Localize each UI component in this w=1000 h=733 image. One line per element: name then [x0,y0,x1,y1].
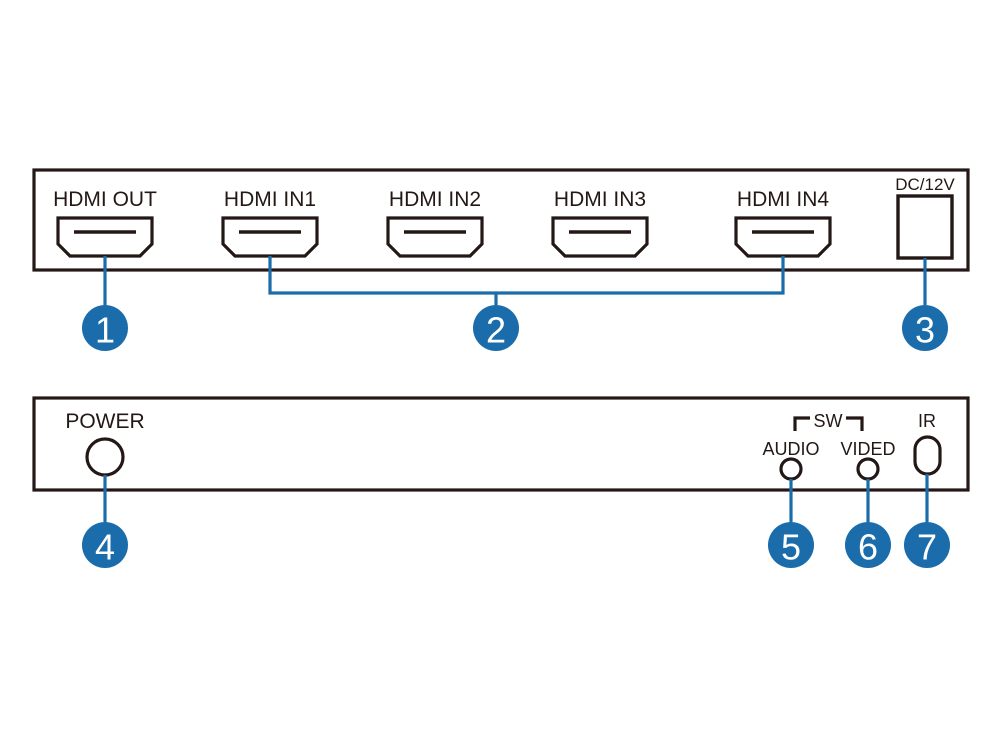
callout-circle-6 [845,522,891,568]
callout-4[interactable]: 4 [82,522,128,568]
port-hdmi-out[interactable]: HDMI OUT [53,188,157,258]
control-label-power: POWER [65,410,144,433]
power-button-icon [85,437,125,477]
front-callouts: 4 5 6 7 [82,474,950,568]
port-label-hdmi-in2: HDMI IN2 [389,188,481,211]
port-label-hdmi-in4: HDMI IN4 [737,188,829,211]
callout-number-4: 4 [95,527,115,568]
leader-bracket-2 [268,256,785,295]
callout-number-5: 5 [781,527,801,568]
callout-number-7: 7 [917,527,937,568]
control-label-ir: IR [918,411,936,431]
callout-circle-7 [904,522,950,568]
callout-6[interactable]: 6 [845,522,891,568]
sw-group: SW [793,411,864,431]
port-label-hdmi-in1: HDMI IN1 [224,188,316,211]
audio-led-icon [779,457,803,481]
callout-number-3: 3 [915,310,935,351]
callout-number-2: 2 [486,310,506,351]
port-hdmi-in2[interactable]: HDMI IN2 [386,188,484,258]
port-label-hdmi-out: HDMI OUT [53,188,157,211]
rear-panel-group: HDMI OUT HDMI IN1 HDMI IN2 HDMI IN3 HDMI… [32,168,970,272]
control-label-audio: AUDIO [762,439,819,459]
front-panel-body [32,396,970,492]
port-label-dc-12v: DC/12V [895,175,955,194]
control-audio[interactable]: AUDIO [762,439,820,481]
video-led-icon [856,457,880,481]
ir-window-icon [913,435,942,476]
callout-circle-4 [82,522,128,568]
front-panel-group: POWER SW AUDIO VIDED IR [32,396,970,492]
port-dc-12v[interactable]: DC/12V [895,175,955,260]
callout-7[interactable]: 7 [904,522,950,568]
callout-circle-3 [902,305,948,351]
callout-number-6: 6 [858,527,878,568]
rear-callouts: 1 2 3 [82,256,948,351]
callout-2[interactable]: 2 [473,305,519,351]
hdmi-connector-icon [221,216,319,258]
callout-1[interactable]: 1 [82,305,128,351]
sw-bracket-left [793,416,810,431]
sw-group-label: SW [814,411,843,431]
hdmi-connector-icon [734,216,832,258]
control-power[interactable]: POWER [65,410,145,477]
port-hdmi-in3[interactable]: HDMI IN3 [551,188,649,258]
callout-circle-1 [82,305,128,351]
sw-bracket-right [846,416,864,431]
callout-5[interactable]: 5 [768,522,814,568]
dc-jack-icon [896,194,954,260]
callout-circle-2 [473,305,519,351]
control-ir[interactable]: IR [913,411,942,476]
callout-circle-5 [768,522,814,568]
callout-3[interactable]: 3 [902,305,948,351]
hdmi-connector-icon [551,216,649,258]
callout-number-1: 1 [95,310,115,351]
hdmi-connector-icon [56,216,154,258]
hdmi-connector-icon [386,216,484,258]
port-label-hdmi-in3: HDMI IN3 [554,188,646,211]
port-hdmi-in1[interactable]: HDMI IN1 [221,188,319,258]
control-label-video: VIDED [840,439,895,459]
port-hdmi-in4[interactable]: HDMI IN4 [734,188,832,258]
